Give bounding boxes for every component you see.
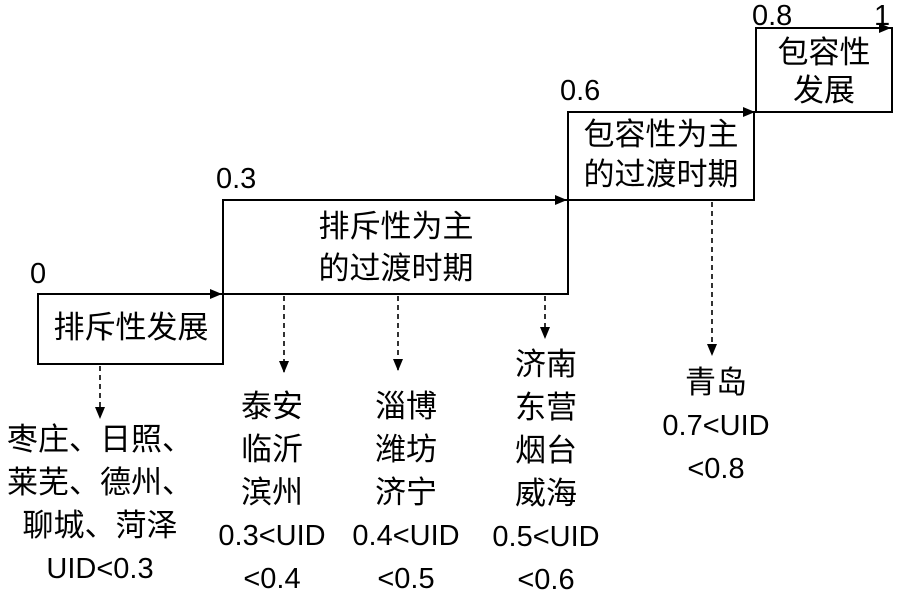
city-line: 泰安 bbox=[240, 389, 303, 425]
city-line: 滨州 bbox=[240, 475, 303, 511]
stage-label-4-line1: 包容性 bbox=[777, 35, 871, 71]
threshold-0: 0 bbox=[30, 258, 47, 290]
city-line: 东营 bbox=[514, 390, 577, 426]
city-line: 青岛 bbox=[684, 365, 747, 401]
threshold-1: 1 bbox=[874, 0, 891, 32]
stage-label-2-line2: 的过渡时期 bbox=[318, 251, 474, 287]
city-line: 济宁 bbox=[374, 475, 437, 511]
uid-range: <0.5 bbox=[377, 563, 435, 595]
stage-label-2-line1: 排斥性为主 bbox=[318, 209, 474, 245]
stage-label-4-line2: 发展 bbox=[793, 73, 855, 109]
city-group-4: 济南 东营 烟台 威海 0.5<UID <0.6 bbox=[492, 344, 599, 602]
threshold-0-8: 0.8 bbox=[752, 0, 793, 32]
uid-range: 0.5<UID bbox=[492, 521, 600, 553]
city-group-5: 青岛 0.7<UID <0.8 bbox=[662, 362, 769, 491]
city-line: 济南 bbox=[514, 347, 577, 383]
city-line: 枣庄、日照、 bbox=[7, 422, 193, 458]
city-line: 临沂 bbox=[240, 432, 303, 468]
uid-stage-diagram: 0 0.3 0.6 0.8 1 排斥性发展 排斥性为主 的过渡时期 包容性为主 … bbox=[7, 0, 893, 596]
threshold-0-6: 0.6 bbox=[560, 75, 601, 107]
uid-range: <0.4 bbox=[243, 563, 301, 595]
uid-range: 0.4<UID bbox=[352, 520, 460, 552]
stage-label-exclusive: 排斥性发展 bbox=[53, 310, 209, 346]
city-line: 威海 bbox=[514, 476, 577, 512]
uid-range: 0.3<UID bbox=[218, 520, 326, 552]
city-line: 淄博 bbox=[374, 389, 437, 425]
diagram-lines bbox=[37, 23, 893, 419]
threshold-0-3: 0.3 bbox=[216, 163, 257, 195]
uid-range: 0.7<UID bbox=[662, 410, 770, 442]
uid-range: <0.8 bbox=[687, 453, 745, 485]
city-group-2: 泰安 临沂 滨州 0.3<UID <0.4 bbox=[218, 386, 325, 601]
stage-label-3-line2: 的过渡时期 bbox=[583, 157, 739, 193]
city-group-1: 枣庄、日照、 莱芜、德州、 聊城、菏泽 UID<0.3 bbox=[7, 419, 193, 591]
city-line: 烟台 bbox=[514, 433, 577, 469]
city-line: 聊城、菏泽 bbox=[22, 508, 178, 544]
stage-label-3-line1: 包容性为主 bbox=[583, 117, 739, 153]
uid-range: UID<0.3 bbox=[46, 553, 154, 585]
city-group-3: 淄博 潍坊 济宁 0.4<UID <0.5 bbox=[352, 386, 459, 601]
city-line: 莱芜、德州、 bbox=[7, 465, 193, 501]
city-line: 潍坊 bbox=[374, 432, 437, 468]
